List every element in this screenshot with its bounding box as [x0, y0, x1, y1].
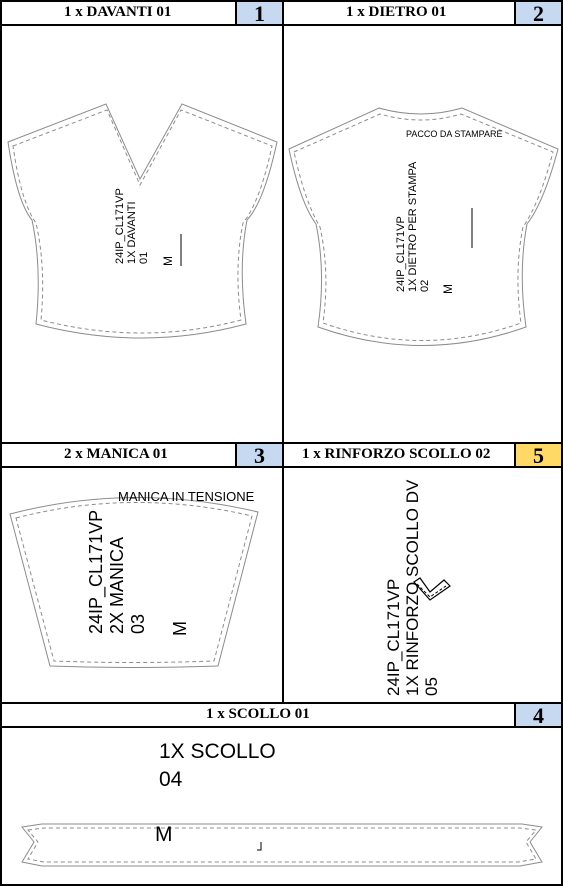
panel-header: 1 x RINFORZO SCOLLO 02 5: [284, 444, 561, 468]
neckband-outline: [21, 823, 543, 867]
panel-title: 1 x DAVANTI 01: [64, 4, 172, 20]
reinforcement-seam: [416, 583, 447, 598]
sleeve-seam: [15, 502, 253, 663]
neck-reinforcement-drawing: 24IP_CL171VP 1X RINFORZO SCOLLO DV 05: [384, 479, 451, 696]
piece-number: 02: [419, 280, 431, 292]
panel-header: 2 x MANICA 01 3: [2, 444, 282, 468]
piece-code: 24IP_CL171VP: [86, 510, 107, 634]
panel-title: 1 x SCOLLO 01: [206, 706, 310, 722]
back-piece-drawing: PACCO DA STAMPARE 24IP_CL171VP 1X DIETRO…: [288, 107, 559, 346]
panel-title: 1 x DIETRO 01: [346, 4, 447, 20]
panel-dietro: 1 x DIETRO 01 2 PACCO DA STAMPARE 24IP_C…: [282, 0, 563, 444]
piece-code: 24IP_CL171VP: [395, 216, 407, 292]
panel-header: 1 x SCOLLO 01 4: [2, 704, 561, 728]
front-piece-drawing: 24IP_CL171VP 1X DAVANTI 01 M: [7, 103, 278, 339]
size-label: M: [155, 823, 173, 846]
front-piece-outline: [7, 103, 278, 339]
piece-number: 04: [159, 768, 183, 791]
piece-number: 03: [128, 614, 148, 634]
back-piece-seam: [293, 113, 554, 341]
piece-name: 2X MANICA: [107, 537, 127, 634]
panel-title: 1 x RINFORZO SCOLLO 02: [302, 446, 491, 462]
piece-name: 1X SCOLLO: [159, 740, 276, 763]
back-piece-outline: [288, 107, 559, 346]
size-label: M: [161, 256, 175, 266]
size-label: M: [441, 284, 455, 294]
sleeve-outline: [9, 497, 259, 668]
notch-mark: [257, 842, 262, 851]
tension-note: MANICA IN TENSIONE: [118, 489, 255, 504]
panel-number-badge: 4: [514, 704, 561, 727]
piece-name: 1X RINFORZO SCOLLO DV: [403, 479, 422, 696]
reinforcement-outline: [413, 577, 451, 601]
panel-davanti: 1 x DAVANTI 01 1 24IP_CL171VP 1X DAVANTI…: [0, 0, 284, 444]
panel-number-badge: 3: [235, 444, 282, 467]
front-piece-seam: [12, 109, 273, 334]
panel-number-badge: 5: [514, 444, 561, 467]
print-note: PACCO DA STAMPARE: [406, 129, 503, 139]
piece-number: 05: [422, 677, 441, 696]
piece-name: 1X DAVANTI: [126, 201, 138, 264]
panel-manica: 2 x MANICA 01 3 MANICA IN TENSIONE 24IP_…: [0, 442, 284, 704]
panel-rinforzo-scollo: 1 x RINFORZO SCOLLO 02 5 24IP_CL171VP 1X…: [282, 442, 563, 704]
neckband-drawing: 1X SCOLLO 04 M: [21, 740, 543, 867]
panel-title: 2 x MANICA 01: [64, 446, 168, 462]
piece-code: 24IP_CL171VP: [384, 579, 403, 696]
piece-name: 1X DIETRO PER STAMPA: [407, 161, 419, 292]
panel-header: 1 x DIETRO 01 2: [284, 2, 561, 26]
piece-number: 01: [138, 252, 150, 264]
piece-code: 24IP_CL171VP: [114, 188, 126, 264]
panel-scollo: 1 x SCOLLO 01 4 1X SCOLLO 04 M: [0, 702, 563, 886]
size-label: M: [170, 621, 190, 636]
panel-number-badge: 1: [235, 2, 282, 25]
sleeve-piece-drawing: MANICA IN TENSIONE 24IP_CL171VP 2X MANIC…: [9, 489, 259, 668]
panel-number-badge: 2: [514, 2, 561, 25]
neckband-seam: [27, 827, 537, 863]
panel-header: 1 x DAVANTI 01 1: [2, 2, 282, 26]
